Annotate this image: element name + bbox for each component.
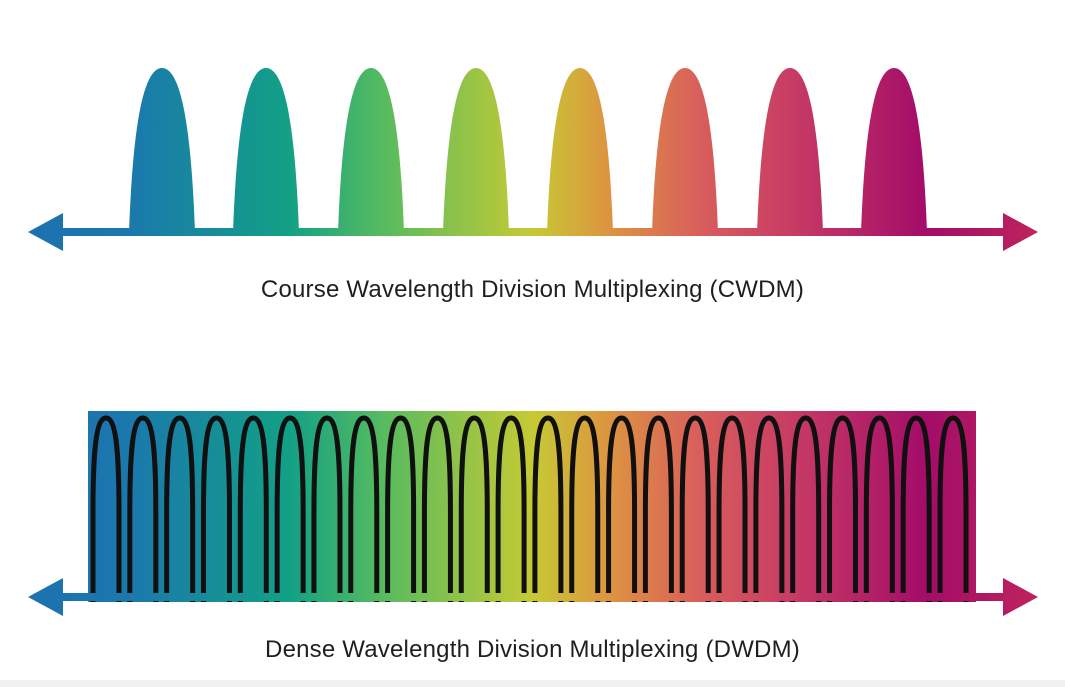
dwdm-channel-peak <box>311 415 343 602</box>
dwdm-caption: Dense Wavelength Division Multiplexing (… <box>265 636 800 663</box>
dwdm-channel-peak <box>532 415 564 602</box>
dwdm-channel-peak <box>127 415 159 602</box>
dwdm-spectrum-band <box>88 411 976 602</box>
dwdm-channel-peak <box>385 415 417 602</box>
dwdm-wavelength-axis-arrow <box>28 578 1038 616</box>
dwdm-channel-peak <box>716 415 748 602</box>
dwdm-channel-peak <box>900 415 932 602</box>
cwdm-spectrum-figure <box>28 68 1038 251</box>
bottom-edge-strip <box>0 680 1065 687</box>
cwdm-channel-peak <box>757 68 823 233</box>
cwdm-channel-peak <box>861 68 927 233</box>
dwdm-channel-peak <box>421 415 453 602</box>
dwdm-channel-peak <box>348 415 380 602</box>
dwdm-channel-peak <box>569 415 601 602</box>
cwdm-channel-peak <box>652 68 718 233</box>
dwdm-channel-peak <box>827 415 859 602</box>
dwdm-channel-peak <box>863 415 895 602</box>
dwdm-channel-peak <box>90 415 122 602</box>
cwdm-wavelength-axis-arrow <box>28 213 1038 251</box>
cwdm-caption: Course Wavelength Division Multiplexing … <box>260 276 805 303</box>
cwdm-channel-peak <box>443 68 509 233</box>
dwdm-channel-peak <box>679 415 711 602</box>
cwdm-channel-peak <box>338 68 404 233</box>
dwdm-channel-peak <box>642 415 674 602</box>
cwdm-channel-peak <box>233 68 299 233</box>
dwdm-channel-peak <box>458 415 490 602</box>
dwdm-channel-peak <box>790 415 822 602</box>
dwdm-channel-peak <box>274 415 306 602</box>
dwdm-channel-peak <box>495 415 527 602</box>
cwdm-channel-peak <box>547 68 613 233</box>
dwdm-channel-peak <box>753 415 785 602</box>
dwdm-spectrum-figure <box>28 411 1038 616</box>
dwdm-channel-peak <box>164 415 196 602</box>
cwdm-channel-peak <box>129 68 195 233</box>
dwdm-channel-peak <box>937 415 969 602</box>
dwdm-channel-peak <box>200 415 232 602</box>
dwdm-channel-peak <box>606 415 638 602</box>
dwdm-channel-peak <box>237 415 269 602</box>
